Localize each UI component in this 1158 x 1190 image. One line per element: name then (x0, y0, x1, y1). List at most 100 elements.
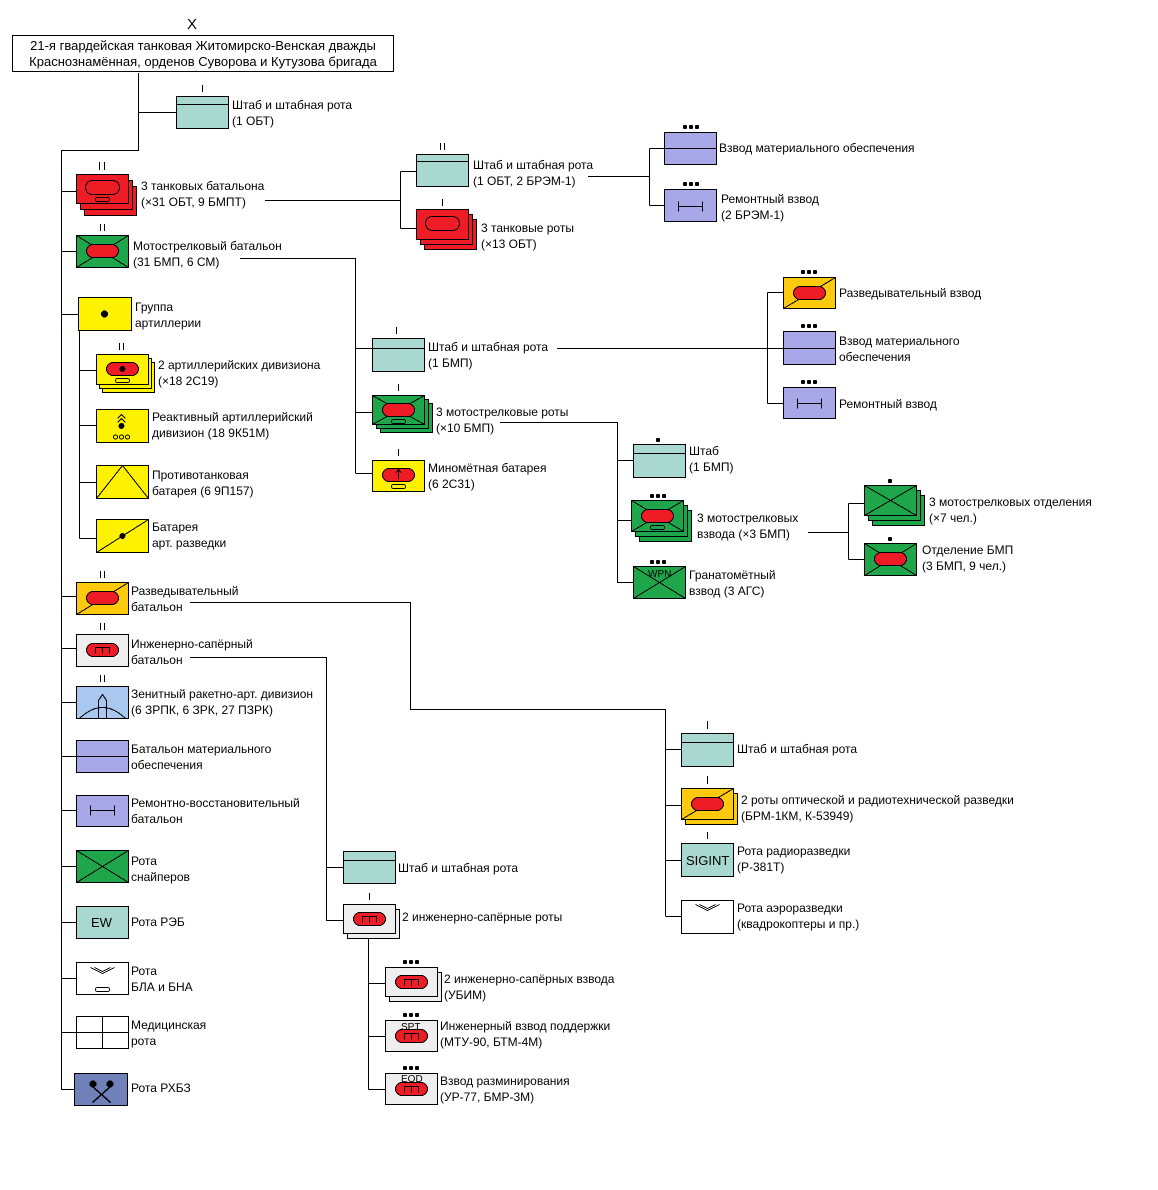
engineer-platoons-label-line1: 2 инженерно-сапёрных взвода (444, 972, 615, 986)
tank-bn-repair-label: Ремонтный взвод (2 БРЭМ-1) (721, 191, 819, 223)
tank-bn-hq-label-line1: Штаб и штабная рота (473, 158, 594, 172)
mortar-battery-symbol (372, 449, 425, 492)
air-defense-label: Зенитный ракетно-арт. дивизион (6 ЗРПК, … (131, 686, 313, 718)
engineer-companies-label: 2 инженерно-сапёрные роты (402, 909, 562, 925)
mortar-battery-label-line2: (6 2С31) (428, 477, 475, 491)
ms-bn-hq-label-line2: (1 БМП) (428, 356, 473, 370)
engineer-support-platoon-symbol (385, 1020, 438, 1052)
tank-companies-symbol (416, 199, 477, 250)
ms-platoons-label: 3 мотострелковых взвода (×3 БМП) (697, 510, 798, 542)
artillery-recon-battery-symbol (96, 519, 149, 553)
motor-rifle-battalion-label-line1: Мотострелковый батальон (133, 239, 282, 253)
antitank-battery-symbol (96, 464, 149, 499)
brigade-hq-symbol (176, 85, 229, 129)
engineer-support-label-line1: Инженерный взвод поддержки (440, 1019, 611, 1033)
sigint-company-label-line1: Рота радиоразведки (737, 844, 851, 858)
artillery-divisions-label: 2 артиллерийских дивизиона (×18 2С19) (158, 357, 320, 389)
tank-bn-supply-platoon-symbol (664, 132, 717, 165)
recon-companies-symbol (681, 776, 738, 825)
repair-battalion-label-line1: Ремонтно-восстановительный (131, 796, 300, 810)
recon-battalion-symbol (76, 571, 129, 615)
brigade-title-box: 21-я гвардейская танковая Житомирско-Вен… (12, 35, 394, 72)
ms-company-hq-symbol (633, 444, 686, 478)
ms-bn-recon-label-line1: Разведывательный взвод (839, 286, 982, 300)
medical-company-label-line1: Медицинская (131, 1018, 207, 1032)
antitank-battery-label-line1: Противотанковая (152, 468, 249, 482)
bmp-section-symbol (864, 543, 917, 576)
ms-bn-repair-platoon-symbol (783, 387, 836, 419)
ms-platoons-label-line1: 3 мотострелковых (697, 511, 799, 525)
engineer-platoons-label: 2 инженерно-сапёрных взвода (УБИМ) (444, 971, 614, 1003)
repair-battalion-label-line2: батальон (131, 812, 183, 826)
engineer-bn-hq-label: Штаб и штабная рота (398, 860, 518, 876)
ms-bn-supply-label-line2: обеспечения (839, 350, 911, 364)
uav-company-label-line2: БЛА и БНА (131, 980, 193, 994)
recon-companies-label-line1: 2 роты оптической и радиотехнической раз… (741, 793, 1014, 807)
logistics-battalion-label-line1: Батальон материального (131, 742, 272, 756)
engineer-bn-hq-label-line1: Штаб и штабная рота (398, 861, 519, 875)
medical-company-label-line2: рота (131, 1034, 157, 1048)
ew-company-symbol (76, 906, 129, 939)
sigint-company-label-line2: (Р-381Т) (737, 860, 785, 874)
tank-companies-label-line2: (×13 ОБТ) (481, 237, 537, 251)
ms-bn-supply-label: Взвод материального обеспечения (839, 333, 960, 365)
sigint-company-label: Рота радиоразведки (Р-381Т) (737, 843, 850, 875)
engineer-platoons-label-line2: (УБИМ) (444, 988, 487, 1002)
grenade-launcher-label: Гранатомётный взвод (3 АГС) (689, 567, 776, 599)
ms-bn-hq-symbol (372, 327, 425, 372)
air-recon-company-symbol (681, 900, 734, 934)
motor-rifle-battalion-label: Мотострелковый батальон (31 БМП, 6 СМ) (133, 238, 282, 270)
tank-bn-hq-label: Штаб и штабная рота (1 ОБТ, 2 БРЭМ-1) (473, 157, 593, 189)
tank-battalion-symbol (76, 162, 137, 216)
motor-rifle-battalion-label-line2: (31 БМП, 6 СМ) (133, 255, 220, 269)
ms-bn-recon-platoon-symbol (783, 277, 836, 309)
engineer-bn-hq-symbol (343, 851, 396, 884)
sigint-tag: SIGINT (686, 853, 729, 868)
engineer-companies-symbol (343, 893, 400, 939)
grenade-launcher-label-line1: Гранатомётный (689, 568, 776, 582)
tank-companies-label-line1: 3 танковые роты (481, 221, 574, 235)
logistics-battalion-symbol (76, 740, 129, 773)
ms-company-hq-label: Штаб (1 БМП) (689, 443, 734, 475)
tank-battalion-label-line2: (×31 ОБТ, 9 БМПТ) (141, 195, 246, 209)
engineer-support-label-line2: (МТУ-90, БТМ-4М) (440, 1035, 543, 1049)
cbrn-company-label-line1: Рота РХБЗ (131, 1081, 191, 1095)
recon-companies-label-line2: (БРМ-1КМ, К-53949) (741, 809, 854, 823)
wpn-tag: WPN (648, 569, 671, 580)
air-recon-label-line2: (квадрокоптеры и пр.) (737, 917, 860, 931)
air-recon-label-line1: Рота аэроразведки (737, 901, 843, 915)
ms-squads-label: 3 мотострелковых отделения (×7 чел.) (929, 494, 1092, 526)
ms-bn-supply-label-line1: Взвод материального (839, 334, 960, 348)
eod-platoon-symbol (385, 1073, 438, 1105)
ms-companies-label-line2: (×10 БМП) (436, 421, 495, 435)
artillery-divisions-label-line2: (×18 2С19) (158, 374, 219, 388)
mlrs-division-symbol (96, 409, 149, 443)
repair-battalion-symbol (76, 795, 129, 827)
sigint-company-symbol (681, 832, 734, 877)
bmp-section-label: Отделение БМП (3 БМП, 9 чел.) (922, 542, 1013, 574)
antitank-battery-label: Противотанковая батарея (6 9П157) (152, 467, 254, 499)
air-recon-label: Рота аэроразведки (квадрокоптеры и пр.) (737, 900, 859, 932)
engineer-support-label: Инженерный взвод поддержки (МТУ-90, БТМ-… (440, 1018, 610, 1050)
tank-bn-repair-platoon-symbol (664, 189, 717, 222)
engineer-battalion-label: Инженерно-сапёрный батальон (131, 636, 253, 668)
tank-bn-hq-label-line2: (1 ОБТ, 2 БРЭМ-1) (473, 174, 576, 188)
hq-label-line2: (1 ОБТ) (232, 114, 274, 128)
ms-squads-label-line2: (×7 чел.) (929, 511, 977, 525)
recon-battalion-label-line2: батальон (131, 600, 183, 614)
sniper-company-label-line2: снайперов (131, 870, 190, 884)
engineer-companies-label-line1: 2 инженерно-сапёрные роты (402, 910, 563, 924)
bmp-section-label-line2: (3 БМП, 9 чел.) (922, 559, 1007, 573)
antitank-battery-label-line2: батарея (6 9П157) (152, 484, 254, 498)
artillery-recon-label-line1: Батарея (152, 520, 199, 534)
artillery-group-label: Группа артиллерии (135, 299, 201, 331)
logistics-battalion-label-line2: обеспечения (131, 758, 203, 772)
uav-company-label-line1: Рота (131, 964, 157, 978)
air-defense-division-symbol (76, 675, 129, 719)
hq-label: Штаб и штабная рота (1 ОБТ) (232, 97, 352, 129)
logistics-battalion-label: Батальон материального обеспечения (131, 741, 271, 773)
artillery-group-label-line1: Группа (135, 300, 174, 314)
ms-platoons-symbol (631, 500, 692, 542)
ms-bn-hq-label: Штаб и штабная рота (1 БМП) (428, 339, 548, 371)
